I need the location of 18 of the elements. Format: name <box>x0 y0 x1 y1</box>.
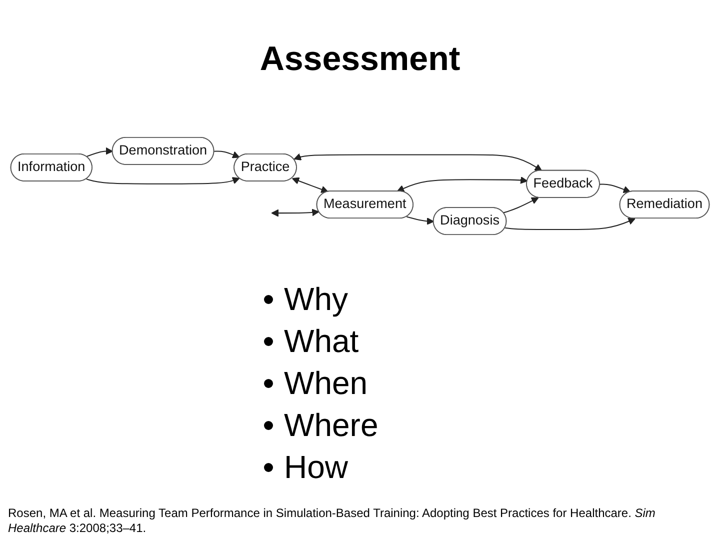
list-item: Where <box>284 406 378 444</box>
list-item: How <box>284 448 348 486</box>
arrow <box>505 218 636 230</box>
arrow <box>86 147 114 158</box>
list-item: When <box>284 364 368 402</box>
arrow <box>396 176 528 192</box>
arrow <box>214 150 240 158</box>
citation: Rosen, MA et al. Measuring Team Performance in Simulation-Based Training: Adopting Best Practices for Healthcare. Sim Healthcare 3:2008;33–41. <box>8 506 656 536</box>
list-item: Why <box>284 280 348 318</box>
title: Assessment <box>260 40 460 78</box>
arrow <box>406 216 434 225</box>
arrow <box>86 177 240 184</box>
arrow <box>271 208 320 217</box>
arrow <box>503 197 539 214</box>
arrow <box>600 184 631 193</box>
arrow <box>294 153 542 172</box>
list-item: What <box>284 322 359 360</box>
arrow <box>292 177 328 193</box>
